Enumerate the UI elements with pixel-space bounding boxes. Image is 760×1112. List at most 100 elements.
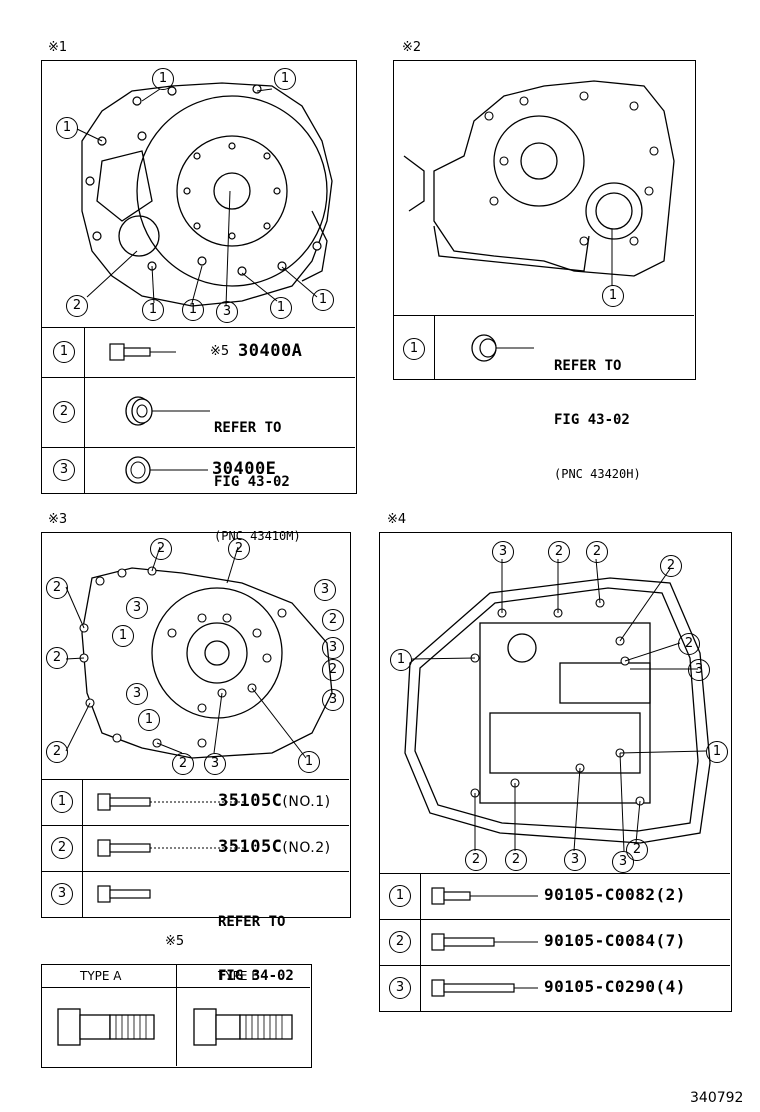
callout-1: 1 <box>112 625 134 647</box>
part-base: 35105C <box>218 837 283 857</box>
callout-1: 1 <box>56 117 78 139</box>
part-qty: (4) <box>655 977 686 996</box>
refer-line-2: FIG 43-02 <box>214 474 290 490</box>
legend-divider <box>420 873 421 1011</box>
panel3: 2 2 2 3 3 2 1 2 3 2 3 3 1 2 2 3 1 1 3510… <box>41 532 351 984</box>
panel1-note: ※1 <box>48 40 68 55</box>
callout-2: 2 <box>172 753 194 775</box>
panel5-note: ※5 <box>165 934 185 949</box>
callout-2: 2 <box>322 609 344 631</box>
panel2-note: ※2 <box>402 40 422 55</box>
refer-line-2: FIG 34-02 <box>218 968 294 984</box>
callout-2: 2 <box>548 541 570 563</box>
valve-body-drawing <box>404 558 711 852</box>
transmission-case-drawing <box>65 546 333 759</box>
legend-id: 1 <box>403 338 425 360</box>
part-number: 30400A <box>238 341 303 361</box>
legend-row-2 <box>380 919 730 965</box>
part-number: 90105-C0290(4) <box>544 977 686 996</box>
legend-id: 1 <box>389 885 411 907</box>
refer-line-2: FIG 43-02 <box>554 412 630 428</box>
callout-1: 1 <box>298 751 320 773</box>
callout-1: 1 <box>152 68 174 90</box>
callout-2: 2 <box>678 633 700 655</box>
callout-3: 3 <box>204 753 226 775</box>
callout-2: 2 <box>66 295 88 317</box>
callout-2: 2 <box>586 541 608 563</box>
panel1: 1 1 1 2 1 1 3 1 1 1 ※5 30400A 2 REFER TO… <box>41 60 357 543</box>
legend-row-3 <box>42 447 355 492</box>
part-number: 35105C(NO.2) <box>218 837 331 857</box>
refer-line-1: REFER TO <box>554 358 622 374</box>
legend-row-1 <box>380 873 730 919</box>
callout-1: 1 <box>706 741 728 763</box>
callout-2: 2 <box>626 839 648 861</box>
callout-2: 2 <box>46 647 68 669</box>
legend-row-1 <box>394 315 694 379</box>
part-qty: (7) <box>655 931 686 950</box>
transmission-front-drawing <box>76 82 333 307</box>
bolt-icon <box>97 793 244 811</box>
legend-id: 1 <box>53 341 75 363</box>
callout-3: 3 <box>216 301 238 323</box>
legend-row-2 <box>42 825 349 871</box>
legend-row-1 <box>42 779 349 825</box>
part-suffix: (NO.2) <box>282 840 331 856</box>
callout-3: 3 <box>688 659 710 681</box>
legend-divider <box>84 327 85 493</box>
callout-3: 3 <box>322 637 344 659</box>
part-base: 90105-C0082 <box>544 885 656 904</box>
type-b-label: TYPE B <box>218 969 260 983</box>
figure-number: 340792 <box>690 1090 744 1106</box>
refer-line-1: REFER TO <box>214 420 282 436</box>
callout-2: 2 <box>46 741 68 763</box>
legend-id: 3 <box>51 883 73 905</box>
callout-1: 1 <box>602 285 624 307</box>
type-note: ※5 <box>210 344 230 359</box>
bolt-icon <box>97 839 244 857</box>
callout-2: 2 <box>505 849 527 871</box>
type-divider <box>176 965 177 1066</box>
callout-3: 3 <box>314 579 336 601</box>
panel2: 1 1 REFER TO FIG 43-02 (PNC 43420H) <box>393 60 696 481</box>
callout-1: 1 <box>312 289 334 311</box>
bolt-type-b-icon <box>193 1008 293 1046</box>
panel4: 3 2 2 2 1 2 3 1 2 2 3 2 3 1 90105-C0082(… <box>379 532 732 1012</box>
legend-id: 2 <box>53 401 75 423</box>
legend-row-3 <box>42 871 349 917</box>
legend-row-3 <box>380 965 730 1011</box>
legend-id: 2 <box>389 931 411 953</box>
refer-text: REFER TO FIG 43-02 (PNC 43420H) <box>554 321 641 519</box>
part-base: 35105C <box>218 791 283 811</box>
callout-1: 1 <box>274 68 296 90</box>
callout-1: 1 <box>390 649 412 671</box>
callout-2: 2 <box>228 538 250 560</box>
callout-1: 1 <box>138 709 160 731</box>
callout-3: 3 <box>612 851 634 873</box>
bolt-icon <box>431 933 538 951</box>
legend-id: 3 <box>53 459 75 481</box>
part-number: 90105-C0082(2) <box>544 885 686 904</box>
bolt-icon <box>431 887 538 905</box>
legend-id: 3 <box>389 977 411 999</box>
transmission-side-drawing <box>403 80 675 286</box>
callout-2: 2 <box>465 849 487 871</box>
type-a-label: TYPE A <box>80 969 122 983</box>
refer-text: REFER TO FIG 34-02 <box>218 877 294 1021</box>
pnc-code: (PNC 43420H) <box>554 467 641 481</box>
callout-3: 3 <box>126 597 148 619</box>
callout-2: 2 <box>322 659 344 681</box>
oil-seal-icon <box>125 396 210 426</box>
panel5: TYPE A TYPE B <box>41 964 312 1068</box>
bolt-icon <box>431 979 538 997</box>
callout-1: 1 <box>182 299 204 321</box>
part-number: 35105C(NO.1) <box>218 791 331 811</box>
seal-icon <box>471 334 534 362</box>
part-number: 30400E <box>212 459 277 479</box>
bolt-icon <box>97 885 151 903</box>
part-base: 90105-C0084 <box>544 931 656 950</box>
legend-id: 1 <box>51 791 73 813</box>
legend-divider <box>82 779 83 917</box>
callout-3: 3 <box>322 689 344 711</box>
callout-3: 3 <box>126 683 148 705</box>
